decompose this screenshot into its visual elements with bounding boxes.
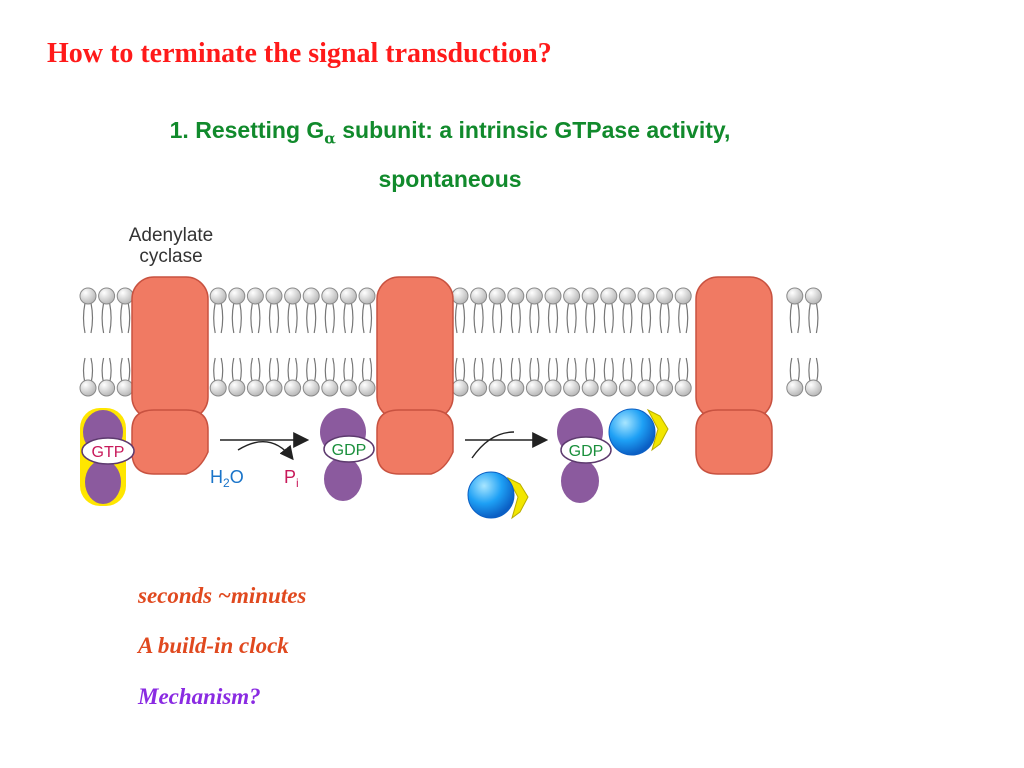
lipid-head	[786, 379, 804, 397]
lipid-head	[209, 287, 227, 305]
slide-title: How to terminate the signal transduction…	[47, 38, 552, 69]
lipid-head	[358, 287, 376, 305]
gdp-label-1: GDP	[332, 442, 367, 459]
lipid-head	[339, 379, 357, 397]
lipid-head	[674, 287, 692, 305]
lipid-head	[98, 287, 116, 305]
lipid-head	[600, 379, 618, 397]
lipid-head	[618, 379, 636, 397]
lipid-head	[302, 379, 320, 397]
lipid-head	[79, 287, 97, 305]
lipid-head	[488, 379, 506, 397]
slide-subtitle: 1. Resetting Gα subunit: a intrinsic GTP…	[0, 110, 900, 199]
adenylate-cyclase-label-line1: Adenylate	[129, 225, 214, 246]
lipid-head	[637, 379, 655, 397]
g-alpha-gdp-complex-2: GDP	[557, 408, 612, 503]
lipid-head	[302, 287, 320, 305]
lipid-head	[339, 287, 357, 305]
gdp-badge-2	[560, 436, 612, 464]
lipid-head	[358, 379, 376, 397]
lipid-head	[98, 379, 116, 397]
lipid-head	[563, 287, 581, 305]
lipid-head	[600, 287, 618, 305]
lipid-head	[246, 287, 264, 305]
g-alpha-gtp-complex: GTP	[80, 408, 135, 506]
lipid-head	[618, 287, 636, 305]
lipid-head	[228, 287, 246, 305]
lipid-head	[321, 379, 339, 397]
lipid-head	[804, 287, 822, 305]
lipid-head	[525, 379, 543, 397]
membrane-lipid-heads	[79, 287, 822, 397]
subtitle-line-2: spontaneous	[378, 165, 522, 192]
note-mechanism: Mechanism?	[138, 684, 261, 709]
lipid-head	[470, 379, 488, 397]
water-label: H2O	[210, 467, 244, 490]
g-alpha-gdp-complex-1: GDP	[320, 408, 375, 501]
lipid-head	[246, 379, 264, 397]
lipid-head	[265, 379, 283, 397]
lipid-head	[674, 379, 692, 397]
g-beta-gamma-free	[467, 471, 529, 520]
gdp-label-2: GDP	[569, 443, 604, 460]
note-clock: A build-in clock	[138, 633, 289, 658]
lipid-head	[544, 287, 562, 305]
lipid-head	[470, 287, 488, 305]
lipid-head	[507, 287, 525, 305]
subtitle-line-1: 1. Resetting Gα subunit: a intrinsic GTP…	[169, 117, 731, 148]
lipid-head	[451, 379, 469, 397]
gdp-badge-1	[323, 435, 375, 463]
lipid-head	[656, 379, 674, 397]
lipid-head	[488, 287, 506, 305]
alpha-subscript: α	[324, 129, 336, 148]
gtp-label: GTP	[92, 444, 125, 461]
lipid-head	[265, 287, 283, 305]
note-timescale: seconds ~minutes	[138, 583, 307, 608]
g-beta-gamma-bound	[608, 408, 669, 456]
lipid-head	[786, 287, 804, 305]
reassociation-curve	[471, 431, 515, 459]
lipid-head	[656, 287, 674, 305]
adenylate-cyclase-3	[695, 276, 773, 475]
gtp-badge	[81, 437, 135, 465]
adenylate-cyclase-2	[376, 276, 454, 475]
lipid-head	[507, 379, 525, 397]
lipid-head	[284, 379, 302, 397]
lipid-head	[563, 379, 581, 397]
lipid-head	[525, 287, 543, 305]
lipid-head	[116, 379, 134, 397]
lipid-head	[804, 379, 822, 397]
lipid-head	[209, 379, 227, 397]
lipid-head	[581, 379, 599, 397]
lipid-head	[637, 287, 655, 305]
lipid-head	[321, 287, 339, 305]
lipid-head	[451, 287, 469, 305]
lipid-head	[79, 379, 97, 397]
lipid-head	[581, 287, 599, 305]
phosphate-label: Pi	[284, 467, 299, 490]
hydrolysis-curve	[237, 441, 294, 461]
lipid-head	[544, 379, 562, 397]
lipid-head	[228, 379, 246, 397]
lipid-head	[284, 287, 302, 305]
lipid-head	[116, 287, 134, 305]
adenylate-cyclase-1	[131, 276, 209, 475]
adenylate-cyclase-label-line2: cyclase	[139, 246, 202, 267]
